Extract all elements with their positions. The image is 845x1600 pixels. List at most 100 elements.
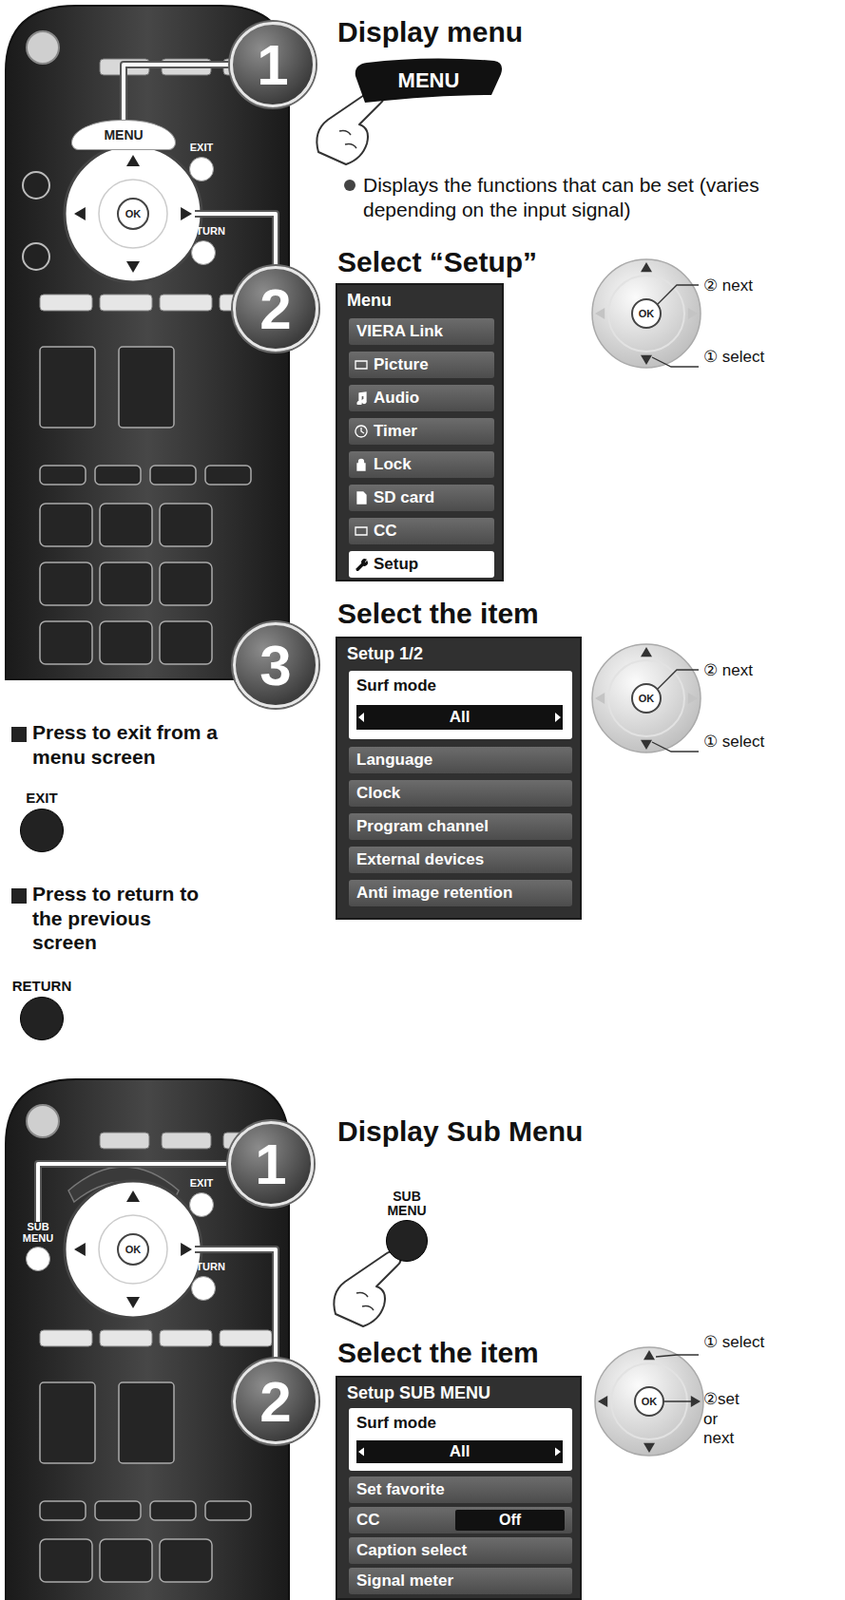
icon-shape: [355, 425, 367, 438]
menu-panel: Setup 1/2Surf modeAllLanguageClockProgra…: [335, 636, 582, 921]
leader-fill: [38, 1164, 229, 1223]
step-digit: 1: [254, 1132, 287, 1198]
remote-button: [205, 1501, 251, 1521]
number-button: [39, 503, 93, 547]
icon-shape: [356, 559, 367, 572]
square-bullet: [11, 727, 27, 743]
button-circle: [191, 240, 216, 266]
remote-button: RETURN: [174, 1262, 232, 1312]
menu-item: Setup: [348, 551, 495, 578]
step-heading: Select “Setup”: [337, 245, 538, 281]
button-circle: [189, 156, 214, 182]
remote-button: [150, 465, 196, 485]
remote-button: RETURN: [174, 226, 232, 276]
note-text: ① select: [703, 347, 765, 368]
remote-button: [99, 1133, 150, 1150]
node-text: Off: [499, 1512, 521, 1530]
icon-shape: [355, 527, 367, 536]
note-text: Displays the functions that can be set (…: [363, 172, 782, 222]
remote-button: [150, 1501, 196, 1521]
menu-item: Audio: [348, 384, 495, 412]
menu-item: Caption select: [348, 1537, 573, 1565]
node-text: Timer: [373, 422, 418, 442]
note-text: ② next: [703, 661, 753, 682]
dpad-icon-ring: [608, 275, 685, 352]
button-circle: [19, 997, 64, 1041]
leader-outline: [123, 64, 231, 120]
item-icon: [354, 491, 368, 505]
arrow-key: [126, 1190, 140, 1203]
remote-button: SUB MENU: [11, 1222, 65, 1284]
value-bar: All: [356, 705, 563, 730]
dpad-ring: [64, 1181, 202, 1319]
icon-shape: [357, 460, 365, 471]
menu-item: Lock: [348, 451, 495, 479]
arrow-key: [640, 647, 653, 657]
step-heading: Select the item: [337, 596, 539, 633]
ok-button: OK: [633, 1386, 665, 1418]
node-text: Setup: [373, 555, 419, 575]
arrow-key: [688, 692, 698, 705]
step-number: 1: [228, 1121, 314, 1208]
number-button: [39, 621, 93, 665]
dpad-icon: [595, 1347, 704, 1457]
remote-button: EXIT: [13, 790, 71, 854]
bullet: [344, 179, 356, 192]
button-label: EXIT: [25, 790, 58, 807]
node-text: Setup 1/2: [346, 644, 423, 665]
button-label: SUB MENU: [11, 1222, 65, 1245]
arrow-key: [180, 207, 193, 221]
button-label: RETURN: [181, 226, 226, 238]
arrow-key: [595, 307, 605, 320]
item-icon: [354, 391, 368, 405]
leader-connector: [38, 1164, 229, 1223]
node-text: MENU: [398, 68, 461, 94]
menu-panel: Setup SUB MENUSurf modeAllSet favoriteCC…: [335, 1376, 582, 1600]
menu-item-selected: Surf modeAll: [348, 671, 573, 740]
menu-item: VIERA Link: [348, 318, 495, 346]
step-heading: Press to return to the previous screen: [32, 882, 204, 956]
note-text: ②set or next: [703, 1390, 749, 1450]
remote-button: [205, 465, 251, 485]
number-button: [159, 562, 212, 606]
item-icon: [354, 524, 368, 538]
step-heading: Select the item: [337, 1336, 539, 1372]
number-button: [39, 1539, 93, 1583]
node-text: Signal meter: [356, 1572, 454, 1592]
node-text: CC: [356, 1511, 381, 1531]
remote-button: SUB MENU: [378, 1190, 436, 1268]
arrow-key: [126, 154, 140, 167]
number-button: [159, 621, 212, 665]
remote-button: [39, 346, 96, 428]
remote-button: [22, 172, 50, 199]
button-label: EXIT: [190, 1178, 213, 1191]
node-text: OK: [638, 692, 655, 705]
node-text: Anti image retention: [356, 883, 513, 903]
menu-item: Language: [348, 747, 573, 774]
node-text: MENU: [103, 127, 143, 143]
leader-line: [657, 670, 699, 690]
menu-item: Program channel: [348, 813, 573, 841]
arrow-key: [74, 1243, 86, 1257]
leader-line: [662, 1401, 699, 1402]
remote-button: [39, 1382, 96, 1464]
menu-item: CC: [348, 518, 495, 545]
icon-shape: [355, 361, 367, 369]
color-button: [219, 1330, 272, 1347]
power-button: [26, 31, 59, 64]
step-heading: Display menu: [337, 15, 523, 51]
step-number: 3: [232, 622, 319, 709]
button-label: RETURN: [181, 1262, 226, 1274]
node-text: OK: [641, 1396, 658, 1408]
leader-fill: [123, 64, 231, 120]
arrow-key: [688, 307, 698, 320]
node-text: OK: [638, 307, 655, 320]
menu-item: SD card: [348, 484, 495, 512]
remote-button: EXIT: [180, 142, 223, 193]
item-icon: [354, 358, 368, 372]
button-circle: [189, 1192, 214, 1218]
button-label: EXIT: [190, 142, 213, 154]
item-icon: [354, 458, 368, 472]
node-text: Surf mode: [356, 676, 437, 696]
color-button: [159, 1330, 212, 1347]
